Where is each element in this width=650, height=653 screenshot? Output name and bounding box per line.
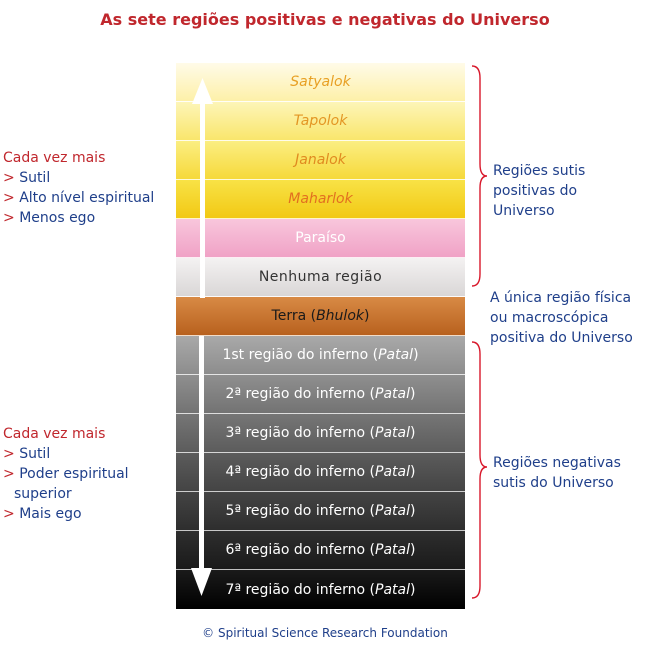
positive-regions-label: Regiões sutis positivas do Universo bbox=[493, 161, 585, 221]
hell-7-italic: Patal bbox=[375, 581, 410, 598]
hell-2-italic: Patal bbox=[375, 386, 410, 402]
region-tapolok: Tapolok bbox=[176, 102, 465, 141]
hell-3-italic: Patal bbox=[375, 425, 410, 441]
region-hell-7: 7ª região do inferno (Patal) bbox=[176, 570, 465, 609]
down-arrow-icon bbox=[191, 336, 212, 596]
physical-label-line: A única região física bbox=[490, 290, 632, 306]
region-satyalok: Satyalok bbox=[176, 63, 465, 102]
physical-label-line: positiva do Universo bbox=[490, 330, 633, 346]
regions-stack: Satyalok Tapolok Janalok Maharlok Paraís… bbox=[176, 63, 465, 609]
hell-4-prefix: 4ª região do inferno ( bbox=[225, 464, 375, 480]
negative-regions-bracket bbox=[471, 341, 488, 599]
left-top-item: > Alto nível espiritual bbox=[3, 188, 154, 208]
region-terra-prefix: Terra ( bbox=[271, 308, 317, 324]
left-bottom-item-label: Poder espiritual bbox=[19, 466, 129, 482]
left-top-item: > Menos ego bbox=[3, 208, 154, 228]
hell-1-suffix: ) bbox=[413, 347, 419, 363]
left-top-item-label: Alto nível espiritual bbox=[19, 190, 155, 206]
negative-label-line: sutis do Universo bbox=[493, 475, 614, 491]
hell-6-prefix: 6ª região do inferno ( bbox=[225, 542, 375, 558]
hell-7-suffix: ) bbox=[409, 581, 416, 598]
negative-regions-label: Regiões negativas sutis do Universo bbox=[493, 453, 621, 493]
bullet-icon: > bbox=[3, 506, 15, 522]
bullet-icon: > bbox=[3, 170, 15, 186]
hell-1-italic: Patal bbox=[378, 347, 414, 363]
left-bottom-item: > Sutil bbox=[3, 444, 129, 464]
hell-7-prefix: 7ª região do inferno ( bbox=[225, 581, 375, 598]
left-top-heading: Cada vez mais bbox=[3, 150, 106, 166]
region-hell-6: 6ª região do inferno (Patal) bbox=[176, 531, 465, 570]
bullet-icon: > bbox=[3, 466, 15, 482]
left-bottom-item: > Mais ego bbox=[3, 504, 129, 524]
hell-3-suffix: ) bbox=[409, 425, 416, 441]
left-top-note: Cada vez mais > Sutil > Alto nível espir… bbox=[3, 148, 154, 228]
left-bottom-item-label: Sutil bbox=[19, 446, 51, 462]
positive-label-line: positivas do bbox=[493, 183, 578, 199]
positive-label-line: Regiões sutis bbox=[493, 163, 586, 179]
region-hell-4: 4ª região do inferno (Patal) bbox=[176, 453, 465, 492]
page-title: As sete regiões positivas e negativas do… bbox=[100, 10, 550, 29]
positive-regions-bracket bbox=[471, 65, 488, 287]
region-terra-suffix: ) bbox=[364, 308, 370, 324]
left-top-item-label: Sutil bbox=[19, 170, 51, 186]
physical-region-label: A única região física ou macroscópica po… bbox=[490, 288, 633, 348]
region-hell-3: 3ª região do inferno (Patal) bbox=[176, 414, 465, 453]
physical-label-line: ou macroscópica bbox=[490, 310, 609, 326]
hell-2-prefix: 2ª região do inferno ( bbox=[225, 386, 375, 402]
bullet-icon: > bbox=[3, 446, 15, 462]
hell-3-prefix: 3ª região do inferno ( bbox=[225, 425, 375, 441]
hell-2-suffix: ) bbox=[409, 386, 416, 402]
left-bottom-item: > Poder espiritual bbox=[3, 464, 129, 484]
region-nenhuma: Nenhuma região bbox=[176, 258, 465, 297]
hell-5-italic: Patal bbox=[375, 503, 410, 519]
hell-6-suffix: ) bbox=[409, 542, 416, 558]
hell-4-italic: Patal bbox=[375, 464, 410, 480]
region-hell-2: 2ª região do inferno (Patal) bbox=[176, 375, 465, 414]
left-top-item-label: Menos ego bbox=[19, 210, 96, 226]
region-maharlok: Maharlok bbox=[176, 180, 465, 219]
left-bottom-item-label: Mais ego bbox=[19, 506, 82, 522]
left-bottom-note: Cada vez mais > Sutil > Poder espiritual… bbox=[3, 424, 129, 524]
region-hell-5: 5ª região do inferno (Patal) bbox=[176, 492, 465, 531]
hell-5-prefix: 5ª região do inferno ( bbox=[225, 503, 375, 519]
region-terra-italic: Bhulok bbox=[316, 308, 364, 324]
hell-1-prefix: 1st região do inferno ( bbox=[222, 347, 379, 363]
up-arrow-icon bbox=[192, 78, 213, 298]
negative-label-line: Regiões negativas bbox=[493, 455, 621, 471]
left-top-item: > Sutil bbox=[3, 168, 154, 188]
hell-6-italic: Patal bbox=[375, 542, 410, 558]
bullet-icon: > bbox=[3, 190, 15, 206]
copyright-footer: © Spiritual Science Research Foundation bbox=[202, 626, 448, 640]
region-hell-1: 1st região do inferno (Patal) bbox=[176, 336, 465, 375]
left-bottom-continuation: superior bbox=[14, 486, 72, 502]
left-bottom-heading: Cada vez mais bbox=[3, 426, 106, 442]
positive-label-line: Universo bbox=[493, 203, 555, 219]
region-paraiso: Paraíso bbox=[176, 219, 465, 258]
hell-5-suffix: ) bbox=[409, 503, 416, 519]
region-terra: Terra (Bhulok) bbox=[176, 297, 465, 336]
region-janalok: Janalok bbox=[176, 141, 465, 180]
bullet-icon: > bbox=[3, 210, 15, 226]
hell-4-suffix: ) bbox=[409, 464, 416, 480]
